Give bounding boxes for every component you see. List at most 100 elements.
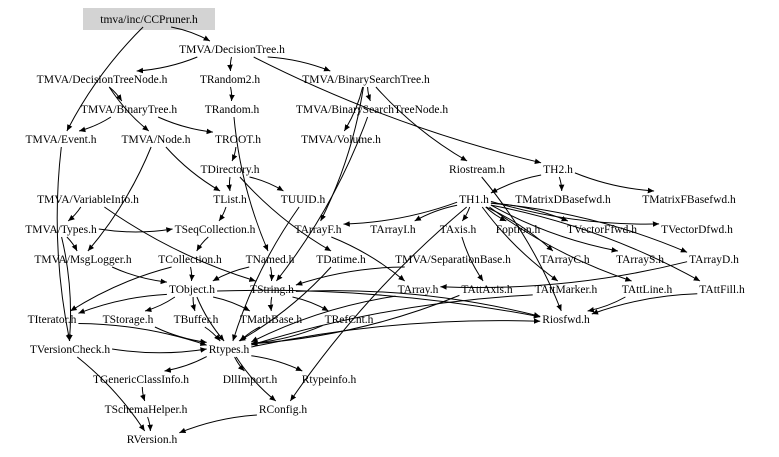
- node-decisiontree: TMVA/DecisionTree.h: [179, 44, 285, 56]
- edge-th1-to-tvectordfwd: [490, 200, 660, 227]
- edge-tdirectory-to-tdatime: [239, 176, 332, 252]
- edge-tdirectory-to-tuuid: [249, 176, 284, 192]
- edge-tattline-to-riosfwd: [587, 296, 626, 313]
- node-trandom: TRandom.h: [205, 104, 260, 116]
- edge-tcollection-to-tobject: [189, 266, 195, 282]
- edge-tarrayf-to-tarray: [331, 236, 406, 282]
- edge-decisiontree-to-binarysearchtree: [267, 56, 331, 72]
- node-tobject: TObject.h: [169, 284, 215, 296]
- node-taxis: TAxis.h: [440, 224, 477, 236]
- node-tversioncheck: TVersionCheck.h: [30, 344, 110, 356]
- node-tmatrixdbase: TMatrixDBasefwd.h: [515, 194, 611, 206]
- node-tschemahelper: TSchemaHelper.h: [105, 404, 188, 416]
- edge-tgenericclassinfo-to-tschemahelper: [140, 386, 146, 402]
- edge-tobject-to-titerator: [78, 293, 167, 314]
- edge-variableinfo-to-types: [67, 206, 82, 222]
- edge-binarytree-to-event: [78, 116, 112, 133]
- node-tlist: TList.h: [213, 194, 247, 206]
- edge-tschemahelper-to-rversion: [147, 416, 153, 432]
- edge-decisiontree-to-decisiontreenode: [136, 56, 198, 74]
- edge-tuuid-to-rtypes: [232, 206, 300, 342]
- node-tarrays: TArrayS.h: [616, 254, 664, 266]
- node-tseqcollection: TSeqCollection.h: [175, 224, 256, 236]
- node-tattaxis: TAttAxis.h: [461, 284, 512, 296]
- root-node-box: [83, 8, 215, 30]
- node-tgenericclassinfo: TGenericClassInfo.h: [93, 374, 189, 386]
- edge-tstring-to-trefcnt: [292, 296, 329, 312]
- node-variableinfo: TMVA/VariableInfo.h: [37, 194, 139, 206]
- node-types: TMVA/Types.h: [25, 224, 97, 236]
- edge-tcollection-to-titerator: [70, 266, 172, 312]
- node-tuuid: TUUID.h: [281, 194, 326, 206]
- edge-decisiontree-to-trandom2: [227, 56, 233, 72]
- edge-binarysearchtree-to-bstnode: [365, 86, 371, 102]
- edge-titerator-to-rtypes: [78, 323, 207, 346]
- node-riostream: Riostream.h: [449, 164, 505, 176]
- node-th1: TH1.h: [459, 194, 489, 206]
- edge-tobject-to-tstorage: [144, 296, 176, 312]
- edge-types-to-msglogger: [66, 236, 78, 252]
- edge-ccpruner-to-decisiontree: [171, 26, 211, 42]
- edge-msglogger-to-tobject: [111, 266, 167, 285]
- edge-rtypes-to-dllimport: [234, 356, 245, 372]
- edge-tseqcollection-to-tcollection: [196, 236, 209, 252]
- edge-node-to-msglogger: [87, 146, 152, 252]
- edge-trefcnt-to-rtypes: [251, 325, 323, 346]
- edge-th1-to-tattmarker: [481, 206, 559, 282]
- dependency-nodes: tmva/inc/CCPruner.hTMVA/DecisionTree.hTM…: [25, 14, 745, 446]
- edge-trandom-to-tnamed: [233, 116, 269, 252]
- edge-th1-to-tarrays: [490, 204, 618, 253]
- node-tattline: TAttLine.h: [622, 284, 673, 296]
- edge-tstring-to-tmathbase: [267, 296, 274, 312]
- edge-bstnode-to-tstring: [276, 116, 369, 282]
- edge-rtypes-to-rconfig: [235, 356, 277, 402]
- edge-tobject-to-rtypes: [196, 296, 225, 342]
- node-tmathbase: TMathBase.h: [240, 314, 303, 326]
- node-msglogger: TMVA/MsgLogger.h: [34, 254, 131, 266]
- edge-th1-to-tarrayc: [485, 206, 554, 252]
- node-tnamed: TNamed.h: [246, 254, 295, 266]
- edge-binarytree-to-troot: [157, 116, 213, 135]
- edge-decisiontreenode-to-node: [108, 86, 150, 132]
- edge-rtypes-to-tgenericclassinfo: [164, 356, 207, 373]
- node-tmatrixfbase: TMatrixFBasefwd.h: [642, 194, 736, 206]
- node-tstring: TString.h: [250, 284, 294, 296]
- edge-th1-to-tarrayi: [414, 204, 458, 222]
- edge-tarrayd-to-tarray: [440, 261, 688, 290]
- node-tarrayi: TArrayI.h: [370, 224, 416, 236]
- edge-event-to-tversioncheck: [56, 146, 72, 342]
- edge-th2-to-th1: [490, 174, 542, 194]
- node-tattfill: TAttFill.h: [699, 284, 745, 296]
- edge-tnamed-to-tstring: [269, 266, 275, 282]
- node-binarysearchtree: TMVA/BinarySearchTree.h: [302, 74, 430, 86]
- node-binarytree: TMVA/BinaryTree.h: [81, 104, 177, 116]
- edge-th1-to-foption: [485, 206, 507, 222]
- node-riosfwd: Riosfwd.h: [542, 314, 590, 326]
- node-tarrayf: TArrayF.h: [294, 224, 341, 236]
- node-tarrayd: TArrayD.h: [689, 254, 739, 266]
- node-tvectorffwd: TVectorFfwd.h: [567, 224, 637, 236]
- node-foption: Foption.h: [496, 224, 541, 236]
- node-tarray: TArray.h: [398, 284, 439, 296]
- node-rconfig: RConfig.h: [259, 404, 307, 416]
- node-node: TMVA/Node.h: [121, 134, 190, 146]
- edge-tdirectory-to-tlist: [226, 176, 232, 192]
- edge-tversioncheck-to-rtypes: [112, 347, 207, 354]
- edge-th2-to-tmatrixdbase: [558, 176, 565, 192]
- edge-th1-to-rconfig: [289, 206, 468, 402]
- node-tdirectory: TDirectory.h: [201, 164, 260, 176]
- node-troot: TROOT.h: [215, 134, 261, 146]
- edge-tattmarker-to-rtypes: [251, 294, 533, 346]
- edge-binarysearchtree-to-volume: [343, 86, 364, 132]
- node-tattmarker: TAttMarker.h: [535, 284, 598, 296]
- node-decisiontreenode: TMVA/DecisionTreeNode.h: [37, 74, 168, 86]
- edge-tobject-to-tmathbase: [212, 296, 251, 312]
- edge-th2-to-tmatrixfbase: [574, 172, 655, 194]
- edge-tlist-to-tseqcollection: [218, 206, 227, 222]
- node-trandom2: TRandom2.h: [200, 74, 261, 86]
- edge-tstring-to-riosfwd: [295, 290, 541, 318]
- node-th2: TH2.h: [543, 164, 573, 176]
- node-dllimport: DllImport.h: [223, 374, 278, 386]
- edge-taxis-to-tattaxis: [461, 236, 484, 282]
- node-event: TMVA/Event.h: [25, 134, 96, 146]
